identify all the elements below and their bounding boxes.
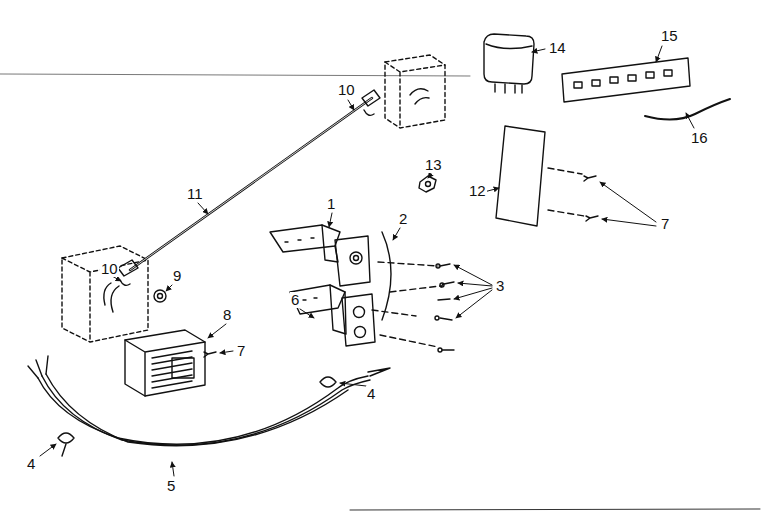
outlet-box [104,283,119,312]
cover-plate [496,126,545,226]
nut [419,176,436,192]
callout-number: 10 [337,82,356,98]
callout-number: 2 [398,211,408,227]
nut [426,182,431,187]
capacitor [484,34,534,93]
leader-line [40,46,694,476]
screw [435,316,439,320]
callout-number: 13 [424,157,443,173]
nut [154,290,166,302]
screw [436,264,440,268]
screw [204,352,216,357]
cable-tie [320,377,336,387]
callout-number: 10 [100,261,119,277]
callout-number: 4 [366,386,376,402]
callout-number: 6 [290,292,300,308]
clip [382,232,391,320]
outlet-box [410,89,429,104]
callout-number: 5 [166,478,176,494]
callout-number: 7 [660,216,670,232]
callout-number: 1 [326,196,336,212]
outlet-box [385,55,445,128]
callout-number: 12 [468,183,487,199]
callout-number: 4 [26,456,36,472]
strain-relief [118,260,138,285]
wire-harness [28,356,390,446]
screw [438,264,454,350]
transformer [125,330,205,396]
callout-number: 8 [222,307,232,323]
screw-path [372,262,440,347]
frame-line [350,509,760,510]
screw [438,348,442,352]
nut [158,294,163,299]
screw [586,216,598,221]
callout-number: 15 [660,28,679,44]
cable-tie [62,444,66,456]
strain-relief [362,90,380,115]
callout-number: 14 [548,40,567,56]
callout-number: 16 [690,130,709,146]
callout-number: 9 [172,268,182,284]
callout-number: 7 [236,343,246,359]
callout-number: 3 [495,278,505,294]
screw [584,176,596,181]
mounting-bracket [290,285,375,346]
outlet-box [62,246,148,342]
terminal-strip [562,58,690,102]
screw [440,283,444,287]
callout-number: 11 [186,186,204,202]
screw-path [548,168,584,216]
mounting-bracket [270,225,370,286]
cable-tie [58,433,74,443]
